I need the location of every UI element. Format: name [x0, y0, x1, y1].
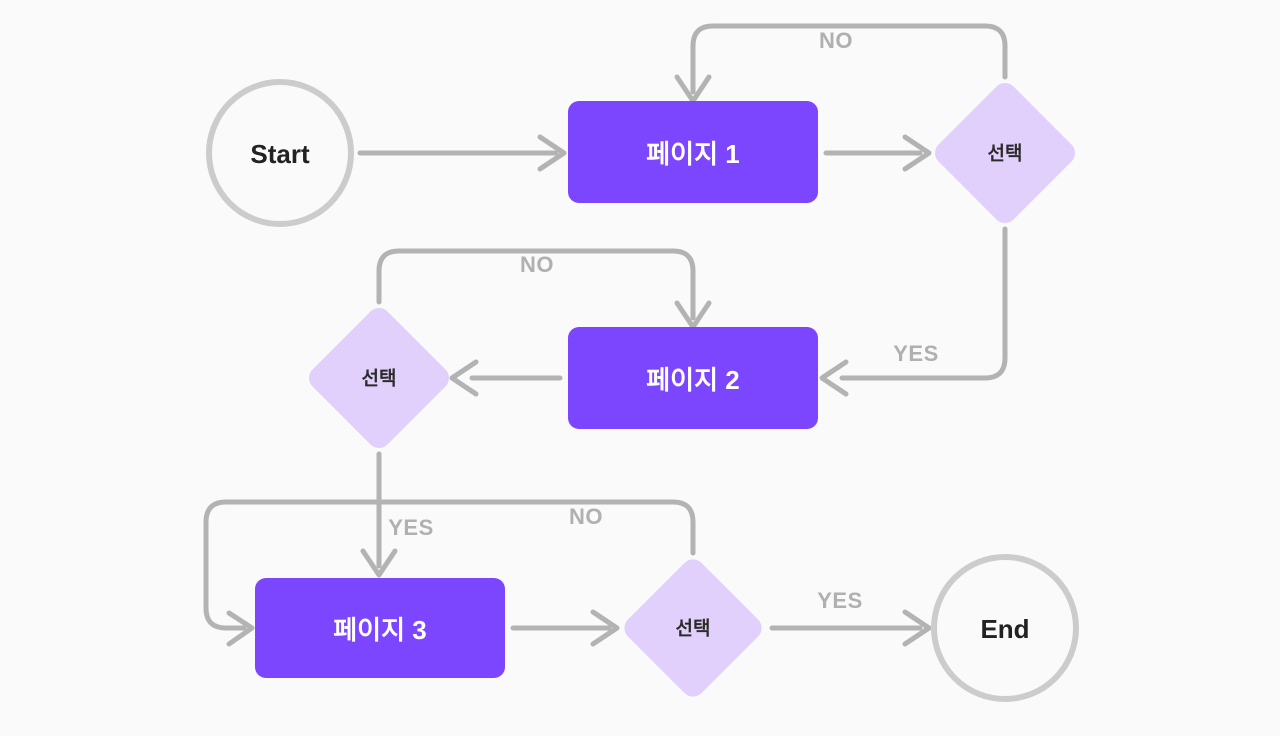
edge-line — [376, 248, 696, 321]
edge-page3-to-decision3 — [510, 609, 620, 647]
edge-line — [203, 499, 696, 631]
edge-page1-to-decision1 — [823, 134, 932, 172]
edge-layer — [203, 23, 1008, 647]
arrow-head-icon — [902, 134, 932, 172]
decision3-diamond-shape[interactable] — [619, 554, 766, 701]
edge-label-yes-2: YES — [388, 515, 434, 540]
edge-start-to-page1 — [357, 134, 567, 172]
edge-decision2-to-page3-yes — [360, 451, 398, 578]
page1-label: 페이지 1 — [646, 139, 739, 169]
edge-decision3-to-end-yes — [769, 609, 932, 647]
node-end[interactable]: End — [931, 554, 1079, 702]
node-page1[interactable]: 페이지 1 — [568, 101, 818, 203]
edge-line — [690, 23, 1008, 95]
node-decision1[interactable]: 선택 — [930, 78, 1080, 228]
page2-rect-shape[interactable] — [568, 327, 818, 429]
page2-label: 페이지 2 — [646, 365, 739, 395]
decision2-diamond-shape[interactable] — [304, 303, 454, 453]
page3-label: 페이지 3 — [333, 615, 426, 645]
start-circle-shape[interactable] — [206, 79, 354, 227]
arrow-head-icon — [537, 134, 567, 172]
page1-rect-shape[interactable] — [568, 101, 818, 203]
edge-line — [839, 226, 1008, 381]
decision3-label: 선택 — [676, 618, 711, 640]
node-layer: Start 페이지 1 선택 선택 페이지 2 — [206, 78, 1080, 702]
start-label: Start — [250, 139, 310, 169]
arrow-head-icon — [360, 548, 398, 578]
node-page2[interactable]: 페이지 2 — [568, 327, 818, 429]
decision1-diamond-shape[interactable] — [930, 78, 1080, 228]
edge-label-yes-1: YES — [893, 341, 939, 366]
end-circle-shape[interactable] — [931, 554, 1079, 702]
node-decision2[interactable]: 선택 — [304, 303, 454, 453]
node-page3[interactable]: 페이지 3 — [255, 578, 505, 678]
arrow-head-icon — [819, 359, 849, 397]
arrow-head-icon — [226, 610, 255, 647]
edge-decision3-to-page3-no — [203, 499, 696, 647]
arrow-head-icon — [449, 359, 479, 397]
decision2-label: 선택 — [362, 368, 397, 390]
arrow-head-icon — [902, 609, 932, 647]
edge-decision1-to-page2-yes — [819, 226, 1008, 397]
edge-label-yes-3: YES — [817, 588, 863, 613]
edge-label-no-3: NO — [569, 504, 603, 529]
node-decision3[interactable]: 선택 — [619, 554, 766, 701]
arrow-head-icon — [590, 609, 620, 647]
end-label: End — [980, 614, 1029, 644]
node-start[interactable]: Start — [206, 79, 354, 227]
edge-label-layer: NO YES NO YES NO YES — [388, 28, 939, 613]
edge-label-no-1: NO — [819, 28, 853, 53]
edge-page2-to-decision2 — [449, 359, 563, 397]
edge-label-no-2: NO — [520, 252, 554, 277]
decision1-label: 선택 — [988, 143, 1023, 165]
page3-rect-shape[interactable] — [255, 578, 505, 678]
